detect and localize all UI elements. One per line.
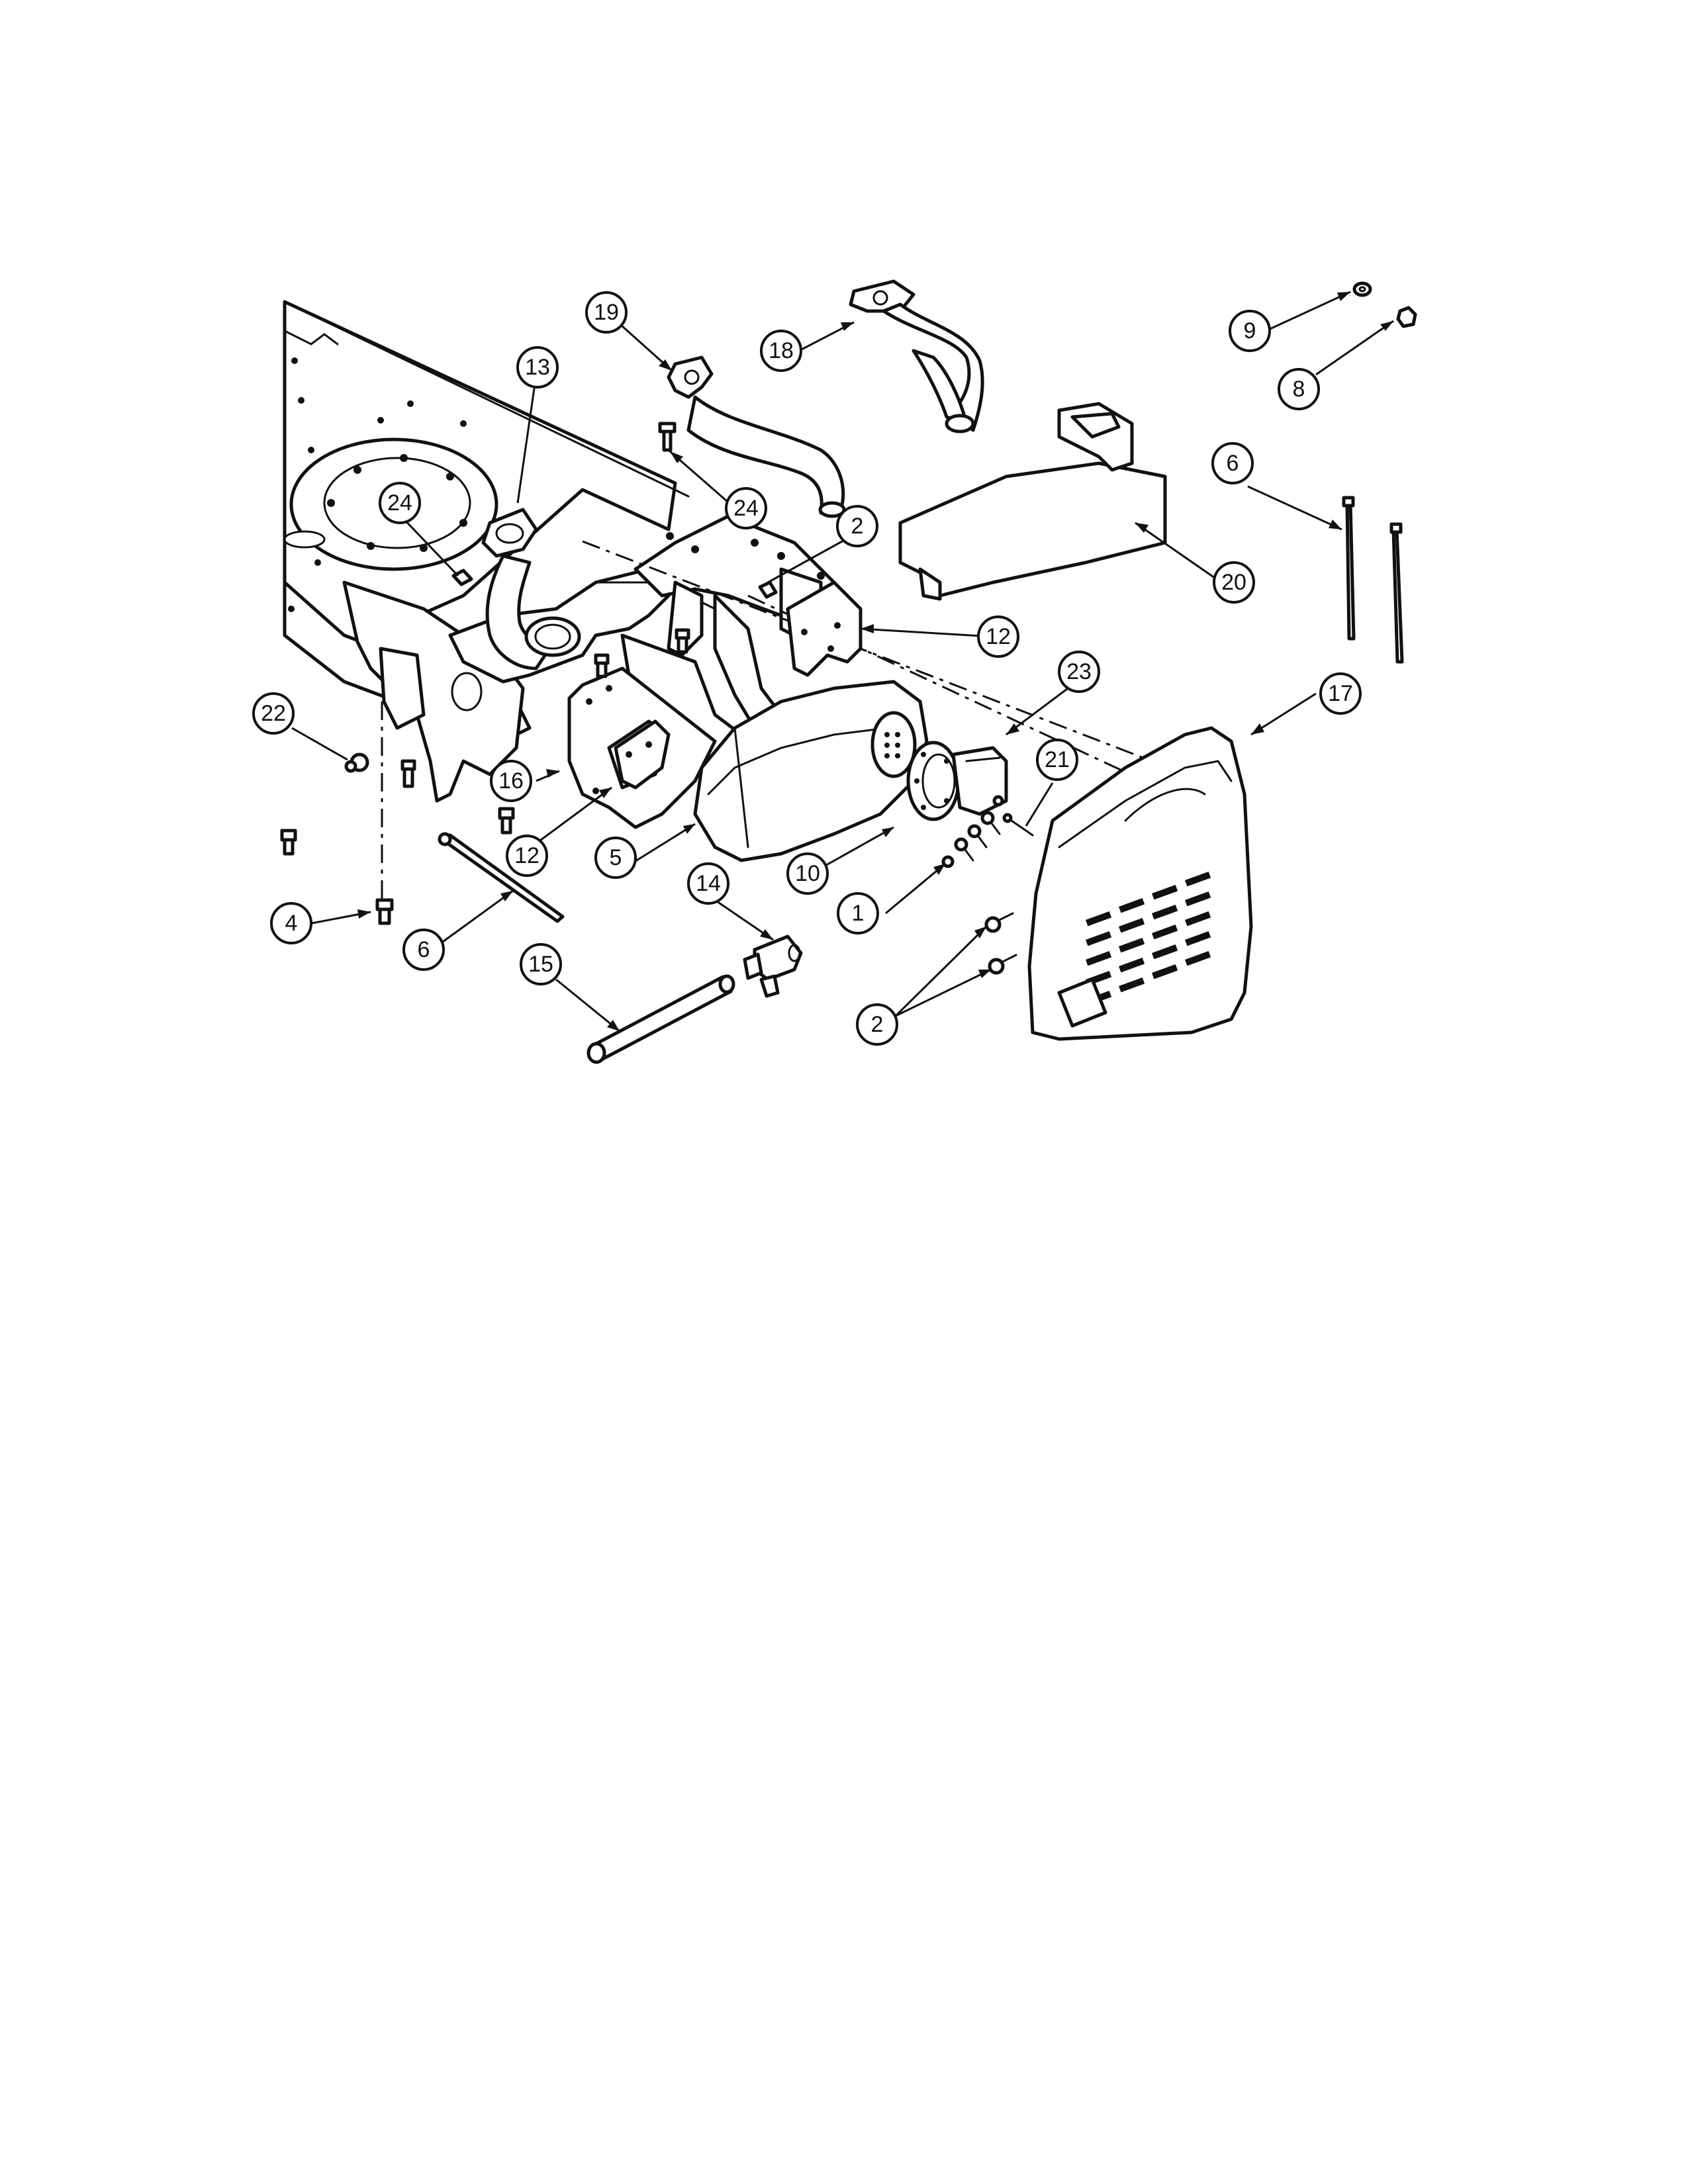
exhaust-pipe-long [849,279,984,433]
end-cap [906,741,961,821]
callout-21: 21 [1036,739,1078,781]
callout-13: 13 [516,346,559,388]
svg-text:6: 6 [1227,451,1239,476]
svg-text:19: 19 [594,300,619,325]
callout-10: 10 [786,852,829,895]
svg-text:14: 14 [696,871,721,896]
screw-cover-b [988,954,1017,975]
flange-nut [344,752,369,773]
callout-15: 15 [520,943,562,985]
callout-20: 20 [1213,561,1255,604]
callout-12-lower: 12 [506,835,548,877]
svg-text:13: 13 [525,355,550,380]
svg-text:17: 17 [1328,681,1353,706]
callout-6-upper: 6 [1211,442,1254,484]
muffler-bracket-lower [614,719,671,790]
callout-24-pipe: 24 [725,487,767,529]
svg-text:2: 2 [851,514,864,539]
svg-text:20: 20 [1221,570,1246,595]
svg-text:1: 1 [852,901,865,926]
callout-2-lower: 2 [856,1003,898,1046]
exhaust-pipe-short [667,355,846,518]
svg-text:8: 8 [1293,377,1305,402]
bolt-crossmember-c [594,653,610,678]
callout-17: 17 [1319,672,1362,715]
callout-14: 14 [687,862,729,905]
drain-hose [586,974,735,1064]
callout-19: 19 [585,291,628,334]
callout-16: 16 [490,760,532,802]
svg-text:4: 4 [285,911,298,936]
svg-text:24: 24 [733,496,759,521]
pin [1002,813,1034,837]
callout-22: 22 [252,692,295,735]
svg-text:10: 10 [795,861,820,886]
svg-text:22: 22 [261,701,286,726]
callout-12-upper: 12 [977,615,1019,658]
hex-bolt-a [400,759,416,788]
callout-23: 23 [1058,651,1100,693]
tie-strap-right-a [1342,496,1356,641]
end-cap-screws [941,795,1004,868]
callout-2-upper: 2 [836,505,878,547]
hex-bolt-c [498,807,515,835]
screw-cover-a [984,912,1014,933]
bolt-upper-pipe [658,422,677,452]
callout-4: 4 [270,902,312,944]
svg-text:24: 24 [387,490,412,516]
bolt-crossmember [758,580,778,599]
callout-18: 18 [760,330,802,372]
tie-strap-left [438,832,565,923]
svg-text:18: 18 [769,338,794,363]
deflector [951,746,1008,816]
callout-9: 9 [1229,310,1271,352]
grille-cover [1027,726,1253,1041]
svg-text:2: 2 [871,1012,884,1037]
svg-text:23: 23 [1066,659,1092,684]
callout-8: 8 [1278,368,1320,410]
exhaust-elbow [481,508,581,670]
muffler-bracket-upper [786,580,863,677]
svg-text:5: 5 [610,845,622,870]
svg-text:12: 12 [986,624,1011,649]
washer [1352,281,1372,297]
svg-text:15: 15 [528,952,553,977]
svg-text:6: 6 [418,937,430,962]
hex-bolt-d [375,898,394,925]
drain-valve [743,934,803,998]
svg-text:9: 9 [1244,318,1256,343]
bolt-crossmember-b [675,628,690,654]
bolt-frame-plate [451,569,473,586]
callout-6-lower: 6 [402,929,445,971]
svg-text:16: 16 [498,768,524,794]
callout-24-left: 24 [379,482,421,524]
svg-text:12: 12 [514,843,539,868]
callout-5: 5 [594,837,637,879]
nut [1396,306,1417,328]
callout-1: 1 [837,892,879,934]
tie-strap-right-b [1389,522,1404,664]
hex-bolt-b [280,829,297,856]
svg-text:21: 21 [1045,747,1070,772]
muffler [693,680,929,862]
leader-arrowheads [357,292,1393,1031]
heat-shield-plate [898,402,1167,601]
